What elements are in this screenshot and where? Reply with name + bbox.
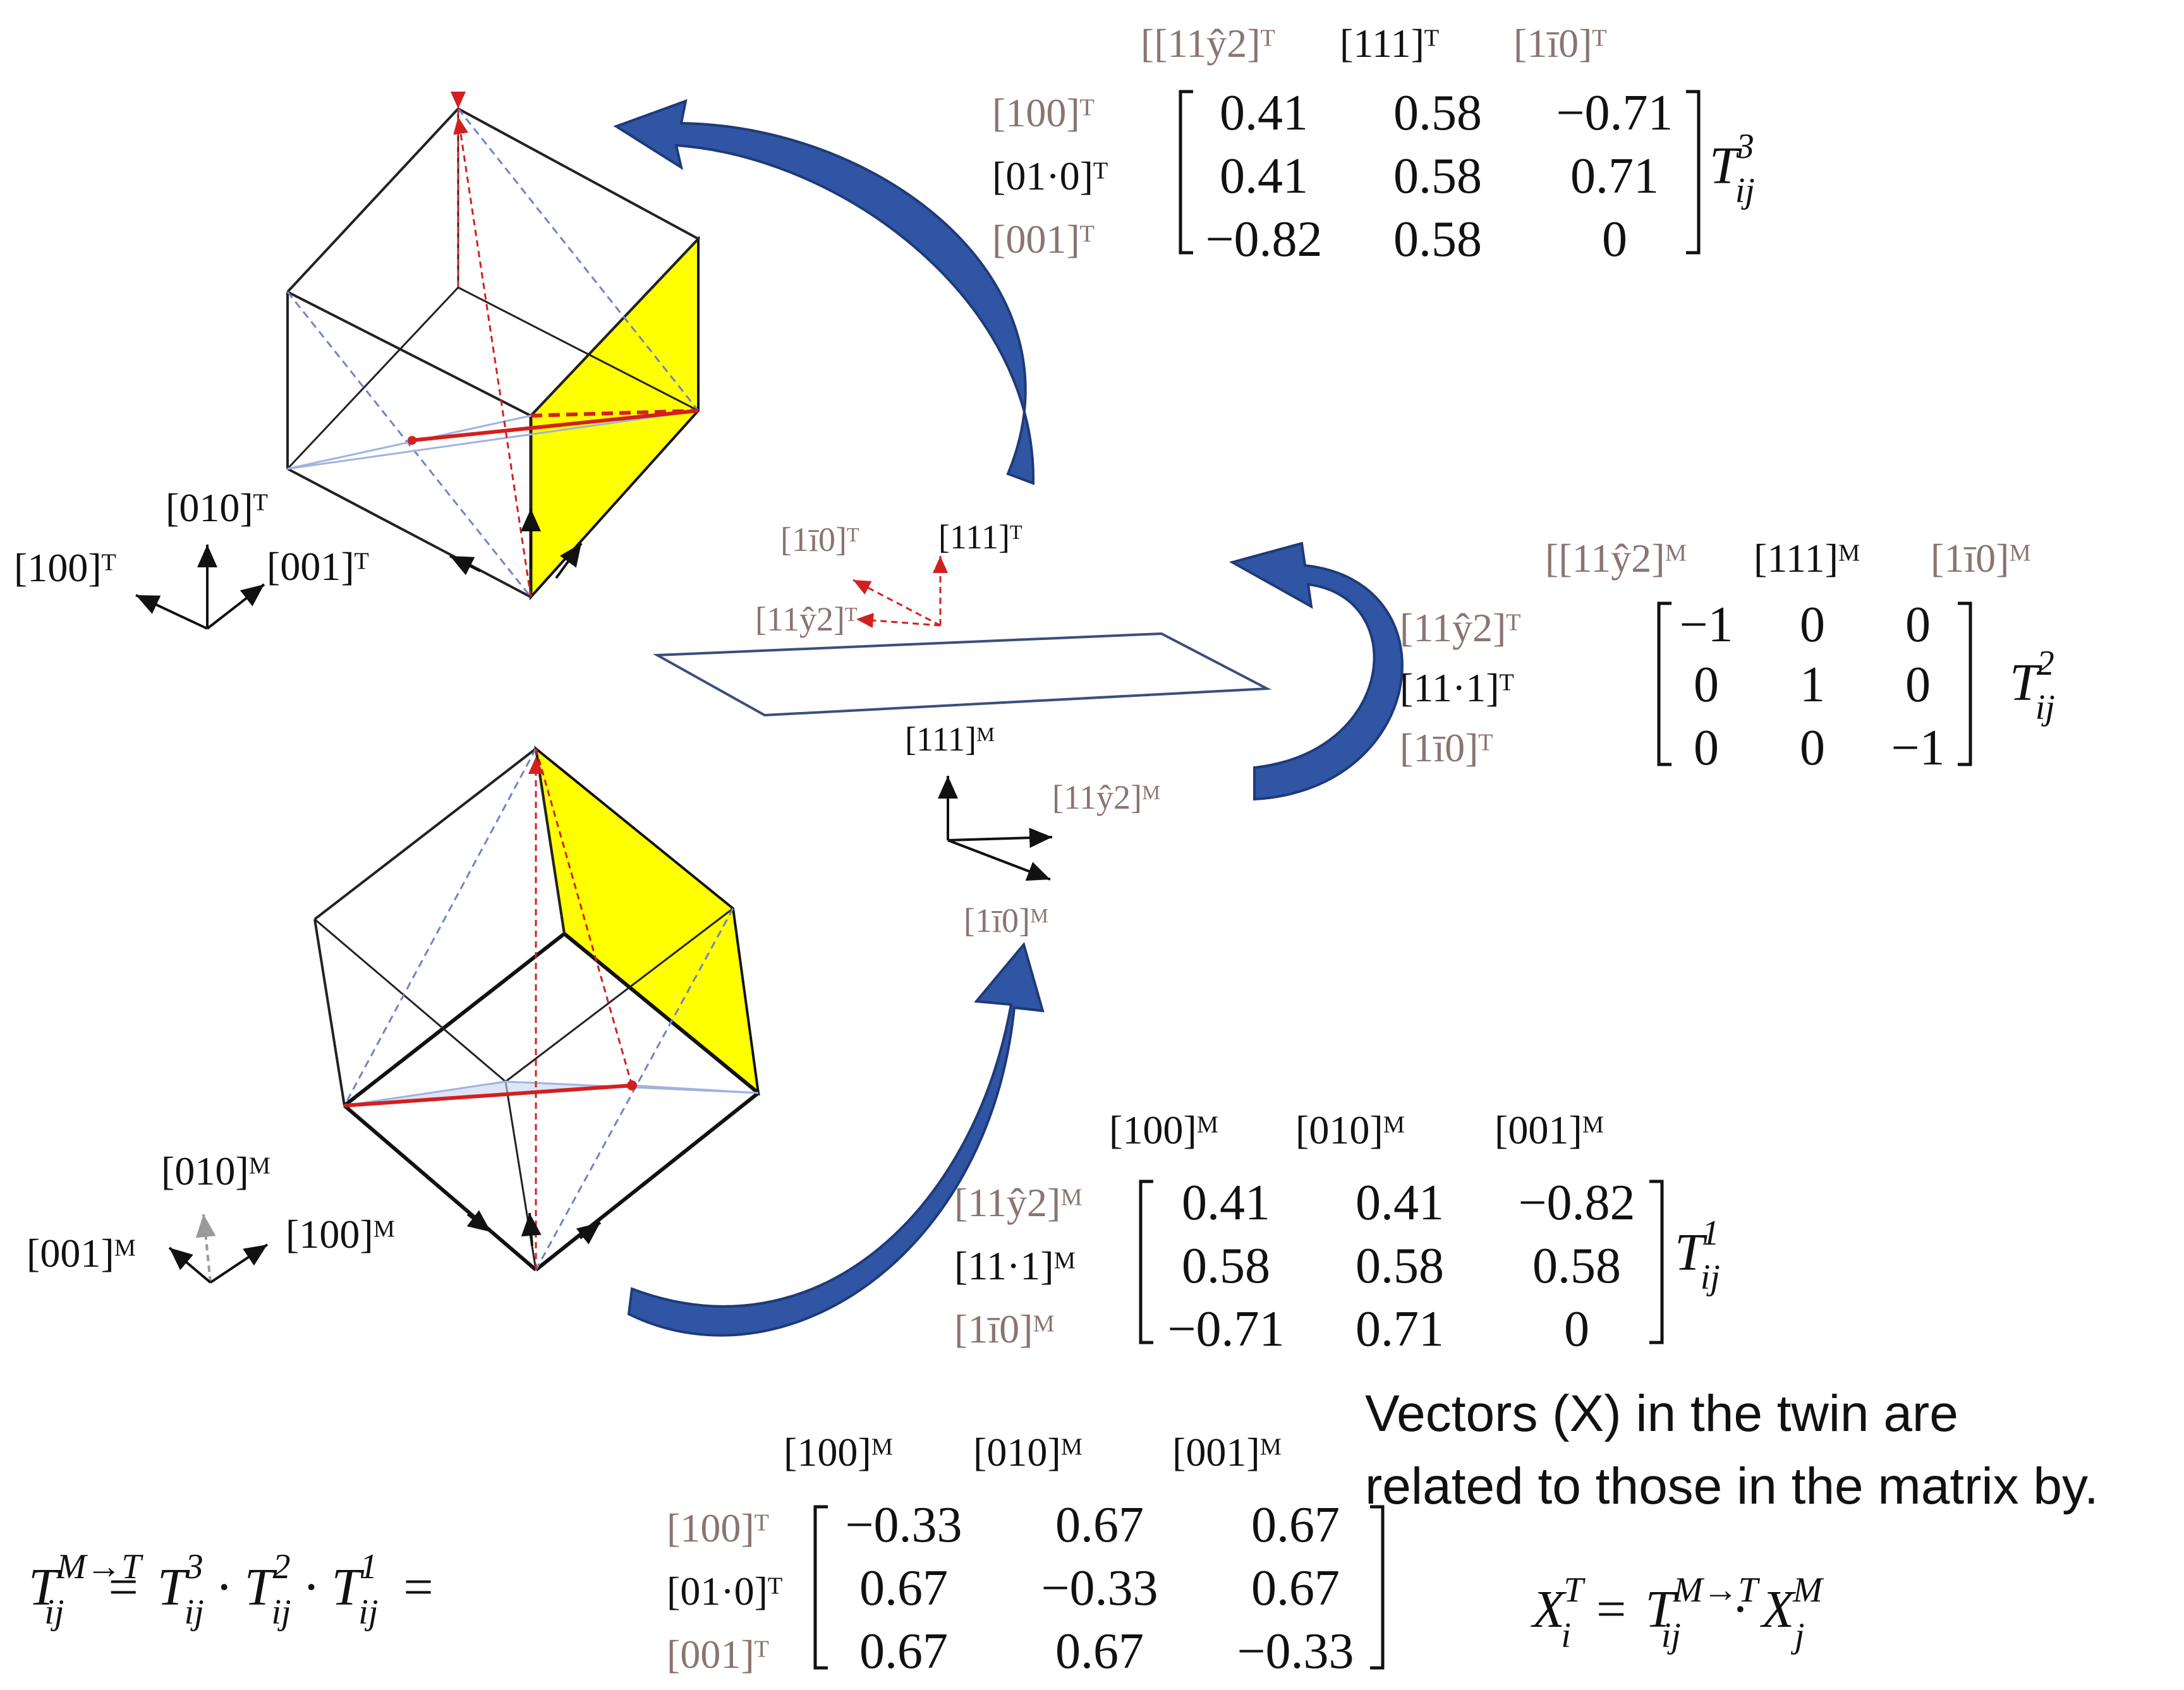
matrix-t3-cell-1-2: 0.71 (1570, 148, 1659, 204)
twin-axis-x-label: [100]ᵀ (14, 545, 116, 590)
matrix-t1-cell-0-1: 0.41 (1356, 1175, 1444, 1231)
twinning-plane: [1ī0]ᵀ [111]ᵀ [11ŷ2]ᵀ [111]ᴹ [11ŷ2]ᴹ [1ī… (652, 518, 1272, 939)
arrow-plane-rotation (1228, 541, 1404, 801)
matrix-t2-cell-2-0: 0 (1694, 720, 1719, 776)
matrix-t1-cell-1-2: 0.58 (1532, 1238, 1621, 1294)
matrix-t2-row-1: [11·1]ᵀ (1400, 665, 1514, 710)
matrix-t3-cell-0-0: 0.41 (1220, 85, 1308, 141)
matrix-total-row-0: [100]ᵀ (667, 1506, 769, 1550)
matrix-total-col-1: [010]ᴹ (973, 1430, 1083, 1475)
matrix-t1-cell-0-2: −0.82 (1518, 1175, 1635, 1231)
note-line-2: related to those in the matrix by. (1365, 1458, 2099, 1515)
plane-twin-vector-c: [11ŷ2]ᵀ (755, 600, 858, 638)
plane-matrix-vector-c: [1ī0]ᴹ (964, 902, 1048, 939)
matrix-t2-col-2: [1ī0]ᴹ (1931, 536, 2031, 581)
matrix-t1-row-0: [11ŷ2]ᴹ (954, 1180, 1083, 1225)
matrix-t2-col-0: [[11ŷ2]ᴹ (1545, 536, 1687, 581)
matrix-cube (313, 745, 760, 1272)
matrix-t1-row-2: [1ī0]ᴹ (954, 1307, 1055, 1351)
matrix-t2-cell-1-2: 0 (1905, 657, 1931, 713)
matrix-t3-col-0: [[11ŷ2]ᵀ (1141, 21, 1275, 66)
matrix-total-cell-0-2: 0.67 (1251, 1497, 1340, 1553)
matrix-t2-row-0: [11ŷ2]ᵀ (1400, 605, 1520, 650)
matrix-t2-cell-0-0: −1 (1679, 597, 1733, 653)
matrix-t2-cell-0-1: 0 (1800, 597, 1825, 653)
matrix-total-col-0: [100]ᴹ (784, 1430, 893, 1475)
matrix-axes: [010]ᴹ [001]ᴹ [100]ᴹ (27, 1149, 395, 1284)
matrix-t3-col-1: [111]ᵀ (1340, 21, 1439, 66)
matrix-t1-col-0: [100]ᴹ (1109, 1108, 1218, 1152)
matrix-total-cell-1-2: 0.67 (1251, 1560, 1340, 1616)
note: Vectors (X) in the twin are related to t… (1365, 1385, 2099, 1515)
note-line-1: Vectors (X) in the twin are (1365, 1385, 1958, 1442)
matrix-t1-cell-2-1: 0.71 (1356, 1301, 1444, 1357)
matrix-total-cell-1-1: −0.33 (1041, 1560, 1158, 1616)
matrix-t2-row-2: [1ī0]ᵀ (1400, 725, 1493, 770)
matrix-total-cell-2-1: 0.67 (1055, 1624, 1144, 1679)
matrix-t3-cell-2-0: −0.82 (1205, 212, 1322, 267)
matrix-t3-cell-1-1: 0.58 (1393, 148, 1482, 204)
matrix-t3-row-0: [100]ᵀ (992, 90, 1095, 135)
matrix-t3: [[11ŷ2]ᵀ [111]ᵀ [1ī0]ᵀ [100]ᵀ [01·0]ᵀ [0… (992, 21, 1755, 267)
arrow-matrix-to-plane (627, 941, 1045, 1337)
matrix-t1-col-1: [010]ᴹ (1295, 1108, 1405, 1152)
matrix-cube-yellow-face (534, 745, 760, 1096)
matrix-t3-col-2: [1ī0]ᵀ (1514, 21, 1607, 66)
matrix-total-cell-2-2: −0.33 (1237, 1624, 1354, 1679)
matrix-t1-row-1: [11·1]ᴹ (954, 1243, 1076, 1288)
matrix-t3-cell-2-2: 0 (1602, 212, 1627, 267)
matrix-t2-cell-0-2: 0 (1905, 597, 1931, 653)
matrix-axis-x-label: [100]ᴹ (286, 1212, 395, 1257)
plane-twin-vector-a: [1ī0]ᵀ (780, 521, 859, 558)
matrix-total-cell-1-0: 0.67 (859, 1560, 948, 1616)
matrix-t3-cell-0-1: 0.58 (1393, 85, 1482, 141)
matrix-t2-cell-2-2: −1 (1891, 720, 1944, 776)
plane-twin-vector-b: [111]ᵀ (938, 518, 1022, 556)
twin-axis-z-label: [001]ᵀ (267, 544, 369, 589)
matrix-total-row-2: [001]ᵀ (667, 1632, 769, 1677)
matrix-t1-cell-1-0: 0.58 (1182, 1238, 1270, 1294)
matrix-t3-row-2: [001]ᵀ (992, 217, 1095, 262)
matrix-t2-cell-2-1: 0 (1800, 720, 1825, 776)
twin-axis-y-label: [010]ᵀ (166, 485, 268, 530)
plane-matrix-vector-b: [11ŷ2]ᴹ (1052, 778, 1160, 816)
twin-axes: [010]ᵀ [100]ᵀ [001]ᵀ (14, 485, 369, 630)
matrix-axis-z-label: [001]ᴹ (27, 1231, 136, 1276)
matrix-t1: [100]ᴹ [010]ᴹ [001]ᴹ [11ŷ2]ᴹ [11·1]ᴹ [1ī… (954, 1108, 1720, 1357)
matrix-total-row-1: [01·0]ᵀ (667, 1569, 782, 1614)
matrix-t2-cell-1-0: 0 (1694, 657, 1719, 713)
matrix-t2: [[11ŷ2]ᴹ [111]ᴹ [1ī0]ᴹ [11ŷ2]ᵀ [11·1]ᵀ [… (1400, 536, 2055, 776)
matrix-t3-cell-1-0: 0.41 (1220, 148, 1308, 204)
matrix-t1-cell-0-0: 0.41 (1182, 1175, 1270, 1231)
matrix-t2-col-1: [111]ᴹ (1754, 536, 1860, 581)
matrix-t3-row-1: [01·0]ᵀ (992, 154, 1108, 198)
matrix-t3-cell-2-1: 0.58 (1393, 212, 1482, 267)
matrix-t3-cell-0-2: −0.71 (1556, 85, 1673, 141)
matrix-t1-col-2: [001]ᴹ (1495, 1108, 1604, 1152)
matrix-axis-y-label: [010]ᴹ (161, 1149, 270, 1193)
matrix-t1-cell-2-0: −0.71 (1167, 1301, 1284, 1357)
twin-cube (286, 92, 701, 601)
matrix-total-cell-2-0: 0.67 (859, 1624, 948, 1679)
matrix-total-cell-0-0: −0.33 (845, 1497, 962, 1553)
matrix-t1-cell-1-1: 0.58 (1356, 1238, 1444, 1294)
arrow-plane-to-twin (613, 99, 1035, 485)
matrix-total-cell-0-1: 0.67 (1055, 1497, 1144, 1553)
matrix-total-col-2: [001]ᴹ (1172, 1430, 1282, 1475)
matrix-t2-cell-1-1: 1 (1800, 657, 1825, 713)
matrix-t1-cell-2-2: 0 (1564, 1301, 1589, 1357)
plane-matrix-vector-a: [111]ᴹ (905, 720, 995, 758)
matrix-total: [100]ᴹ [010]ᴹ [001]ᴹ [100]ᵀ [01·0]ᵀ [001… (667, 1430, 1385, 1679)
